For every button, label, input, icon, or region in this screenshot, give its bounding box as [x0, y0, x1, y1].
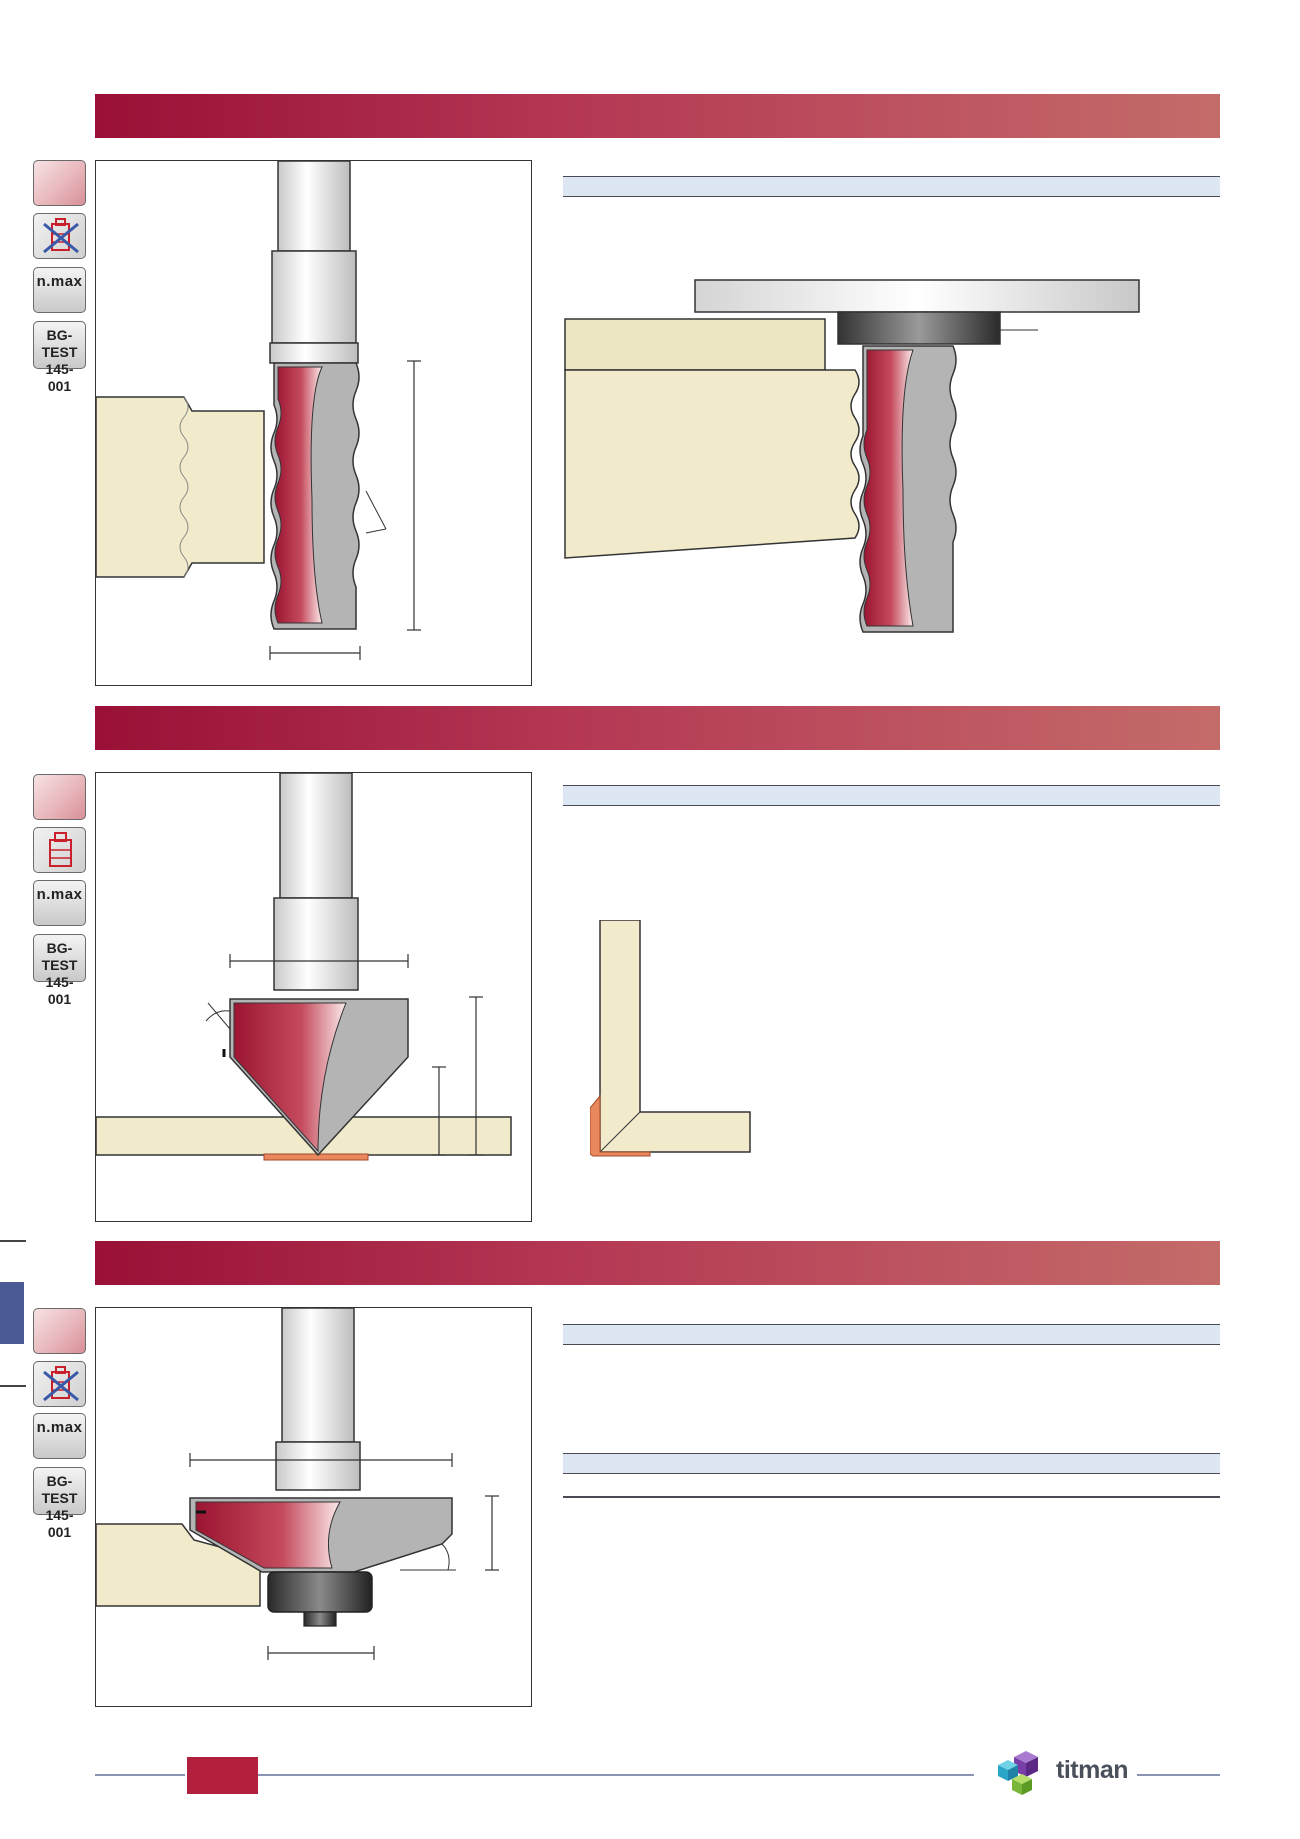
section-1-tool-drawing — [95, 160, 532, 686]
section-1-nmax-icon: n.max — [33, 267, 86, 313]
page-number-box — [187, 1757, 258, 1794]
footer-line-left — [95, 1774, 185, 1776]
section-1-test-icon: BG-TEST 145-001 — [33, 321, 86, 394]
section-3-spec-header-1 — [563, 1324, 1220, 1345]
side-chapter-tab — [0, 1282, 24, 1344]
section-2-material-icon — [33, 774, 86, 820]
side-divider-bottom — [0, 1385, 26, 1387]
test-line-1: BG-TEST — [41, 327, 78, 360]
section-3-nmax-icon: n.max — [33, 1413, 86, 1459]
section-3-no-clamp-icon — [33, 1361, 86, 1407]
section-2-spec-header — [563, 785, 1220, 806]
section-2-tool-drawing — [95, 772, 532, 1222]
section-1-no-clamp-icon — [33, 213, 86, 259]
footer-line-middle — [258, 1774, 974, 1776]
brand-name: titman — [1056, 1756, 1129, 1784]
section-3-material-icon — [33, 1308, 86, 1354]
section-2-joint-illustration — [589, 919, 755, 1160]
side-divider-top — [0, 1240, 26, 1242]
test-line-2: 145-001 — [45, 1507, 74, 1540]
section-1-title-band — [95, 94, 1220, 138]
section-2-test-icon: BG-TEST 145-001 — [33, 934, 86, 1007]
section-3-spec-rule — [563, 1496, 1220, 1498]
test-line-2: 145-001 — [45, 974, 74, 1007]
section-2-nmax-icon: n.max — [33, 880, 86, 926]
section-1-application-illustration — [563, 270, 1148, 640]
footer-line-right — [1137, 1774, 1220, 1776]
section-3-spec-header-2 — [563, 1453, 1220, 1474]
test-line-1: BG-TEST — [41, 1473, 78, 1506]
section-3-title-band — [95, 1241, 1220, 1285]
section-3-test-icon: BG-TEST 145-001 — [33, 1467, 86, 1540]
titman-logo — [990, 1749, 1140, 1799]
section-1-material-icon — [33, 160, 86, 206]
section-3-tool-drawing — [95, 1307, 532, 1707]
section-2-clamp-icon — [33, 827, 86, 873]
test-line-2: 145-001 — [45, 361, 74, 394]
section-2-title-band — [95, 706, 1220, 750]
test-line-1: BG-TEST — [41, 940, 78, 973]
section-1-spec-header — [563, 176, 1220, 197]
